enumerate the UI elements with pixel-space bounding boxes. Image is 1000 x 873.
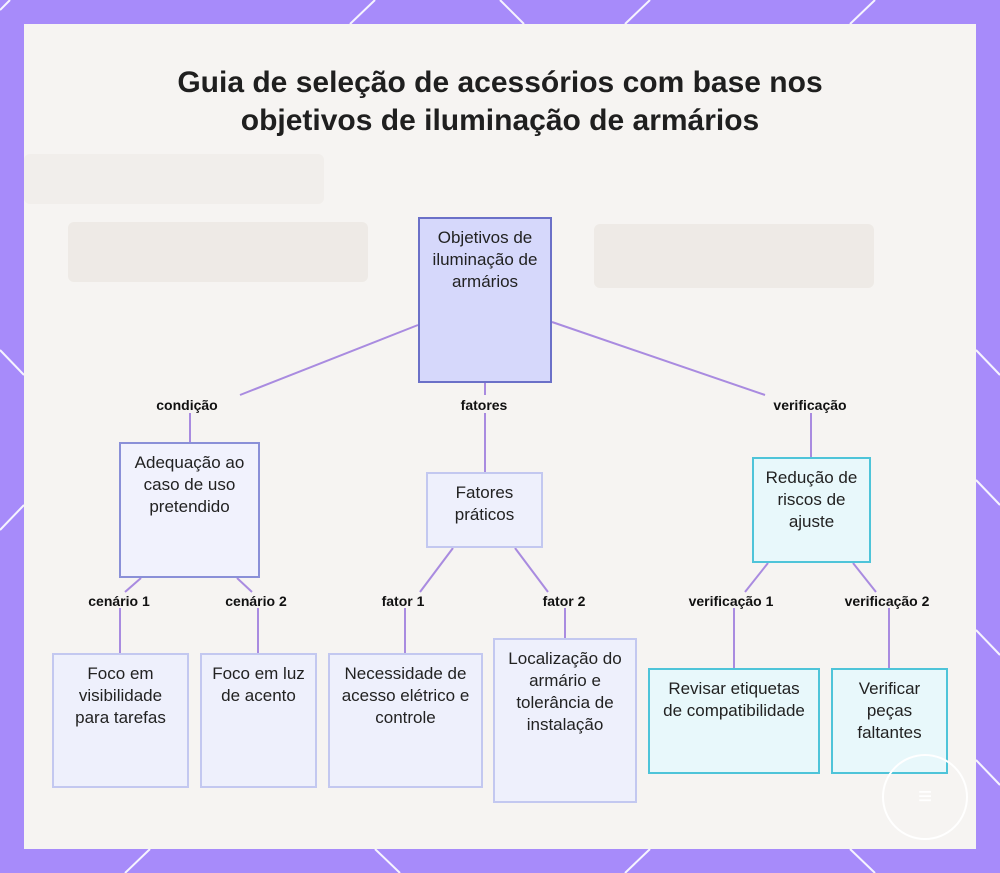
node-fatores-praticos: Fatores práticos [426, 472, 543, 548]
node-label: Adequação ao caso de uso pretendido [134, 453, 245, 517]
node-foco-tarefas: Foco em visibilidade para tarefas [52, 653, 189, 788]
node-label: Redução de riscos de ajuste [765, 468, 858, 532]
node-label: Objetivos de iluminação de armários [432, 228, 538, 292]
edge-label-verificacao-1: verificação 1 [688, 593, 774, 609]
edge-fatores-localizacao [514, 547, 549, 593]
edge-label-verificacao-2: verificação 2 [844, 593, 930, 609]
edge-label-cenario-2: cenário 2 [225, 593, 287, 609]
node-label: Foco em luz de acento [212, 664, 305, 706]
edge-label-verificacao: verificação [773, 397, 847, 413]
node-label: Localização do armário e tolerância de i… [508, 649, 622, 735]
edge-label-fatores: fatores [460, 397, 508, 413]
edge-fatores-necessidade [419, 547, 454, 593]
node-label: Fatores práticos [454, 483, 515, 525]
diagram-title: Guia de seleção de acessórios com base n… [177, 66, 823, 137]
background-decoration [24, 154, 324, 204]
edge-root-adequacao [239, 324, 419, 396]
edge-adequacao-tarefas [124, 577, 142, 593]
edge-adequacao-acento [236, 577, 253, 593]
node-adequacao: Adequação ao caso de uso pretendido [119, 442, 260, 578]
node-label: Foco em visibilidade para tarefas [75, 664, 166, 728]
node-foco-acento: Foco em luz de acento [200, 653, 317, 788]
background-decoration [68, 222, 368, 282]
node-label: Necessidade de acesso elétrico e control… [341, 664, 470, 728]
node-label: Revisar etiquetas de compatibilidade [663, 679, 805, 721]
edge-label-fator-1: fator 1 [381, 593, 425, 609]
edge-label-fator-2: fator 2 [542, 593, 586, 609]
node-reducao-riscos: Redução de riscos de ajuste [752, 457, 871, 563]
edge-root-reducao [551, 321, 766, 396]
node-localizacao: Localização do armário e tolerância de i… [493, 638, 637, 803]
background-decoration [594, 224, 874, 288]
edge-reducao-revisar [744, 562, 769, 593]
node-revisar-etiquetas: Revisar etiquetas de compatibilidade [648, 668, 820, 774]
edge-reducao-verificar [852, 562, 877, 593]
logo-icon: ≡ [882, 754, 968, 840]
node-root: Objetivos de iluminação de armários [418, 217, 552, 383]
node-necessidade-acesso: Necessidade de acesso elétrico e control… [328, 653, 483, 788]
edge-label-cenario-1: cenário 1 [88, 593, 150, 609]
edge-label-condicao: condição [156, 397, 218, 413]
node-label: Verificar peças faltantes [857, 679, 922, 743]
